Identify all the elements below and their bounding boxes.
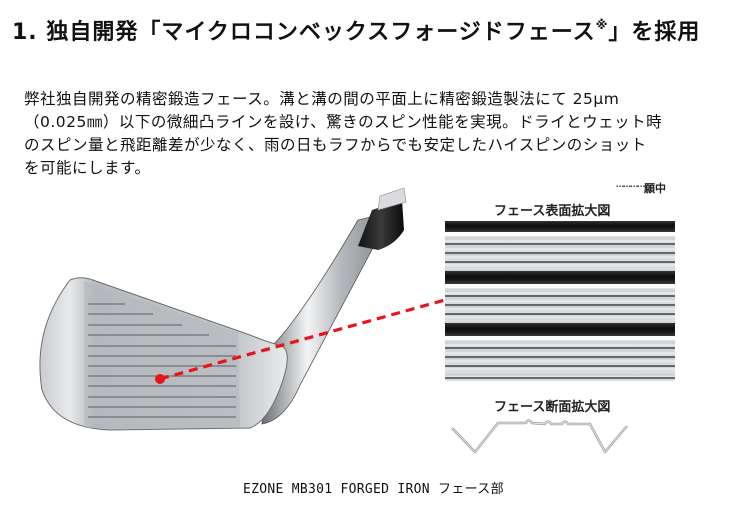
figure-caption: EZONE MB301 FORGED IRON フェース部 — [243, 482, 504, 497]
surface-zoom-title: フェース表面拡大図 — [494, 204, 611, 219]
description-line: （0.025㎜）以下の微細凸ラインを設け、驚きのスピン性能を実現。ドライとウェッ… — [24, 113, 663, 131]
cropped-note-dots: ⋯⋯⋯⋯ — [616, 182, 645, 191]
description-line: のスピン量と飛距離差が少なく、雨の日もラフからでも安定したハイスピンのショット — [24, 136, 647, 154]
reference-mark: ※ — [595, 18, 609, 32]
page-title: 1. 独自開発「マイクロコンベックスフォージドフェース※」を採用 — [12, 14, 700, 46]
face-surface-zoom-image — [445, 221, 675, 381]
cropped-note-text: 願中 — [644, 182, 666, 195]
zoom-pointer — [155, 298, 446, 384]
cross-section-title: フェース断面拡大図 — [494, 400, 611, 415]
face-grooves — [88, 303, 236, 418]
description-line: 弊社独自開発の精密鍛造フェース。溝と溝の間の平面上に精密鍛造製法にて 25μm — [24, 90, 620, 108]
title-text: 1. 独自開発「マイクロコンベックスフォージドフェース — [12, 20, 596, 45]
title-text-end: 」を採用 — [608, 20, 701, 45]
cropped-note: ⋯⋯⋯⋯願中 — [616, 180, 666, 196]
description-line: を可能にします。 — [24, 159, 151, 177]
description-paragraph: 弊社独自開発の精密鍛造フェース。溝と溝の間の平面上に精密鍛造製法にて 25μm … — [24, 88, 714, 180]
